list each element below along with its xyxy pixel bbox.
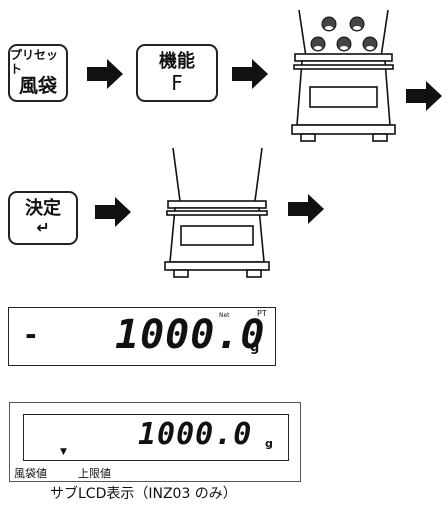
enter-key[interactable]: 決定 ↵ xyxy=(8,191,78,245)
marker-triangle-icon: ▼ xyxy=(60,447,67,457)
arrow-right-icon xyxy=(87,59,123,89)
preset-tare-key[interactable]: プリセット 風袋 xyxy=(8,44,68,102)
tare-value-label: 風袋値 xyxy=(14,467,47,480)
sub-lcd-display: 1000.0 g ▼ xyxy=(23,414,289,461)
function-key-letter: F xyxy=(171,70,183,95)
enter-key-label: 決定 xyxy=(25,198,61,220)
arrow-right-icon xyxy=(232,59,268,89)
pt-indicator: PT xyxy=(257,309,267,318)
upper-limit-label: 上限値 xyxy=(78,467,111,480)
function-key[interactable]: 機能 F xyxy=(136,44,218,102)
sub-lcd-caption: サブLCD表示（INZ03 のみ） xyxy=(50,486,237,502)
tare-key-label: 風袋 xyxy=(18,74,57,97)
arrow-right-icon xyxy=(288,194,324,224)
enter-key-arrow: ↵ xyxy=(36,218,50,238)
arrow-right-icon xyxy=(95,197,131,227)
empty-scale-icon xyxy=(164,147,270,278)
sub-lcd-frame: 1000.0 g ▼ 風袋値 上限値 xyxy=(9,402,301,482)
weight-balls-icon xyxy=(310,16,378,52)
scale-with-weights-icon xyxy=(291,9,396,142)
arrow-right-icon xyxy=(406,81,442,111)
minus-sign: - xyxy=(25,318,37,351)
preset-key-label: プリセット xyxy=(10,48,59,76)
sub-weight-readout: 1000.0 xyxy=(138,417,253,452)
net-indicator: Net xyxy=(219,312,230,319)
weight-readout: 1000.0 xyxy=(115,312,266,358)
unit-label: g xyxy=(250,340,260,355)
sub-unit-label: g xyxy=(265,437,273,450)
main-lcd-display: - 1000.0 g Net PT xyxy=(8,307,276,366)
function-key-label: 機能 xyxy=(159,51,195,73)
